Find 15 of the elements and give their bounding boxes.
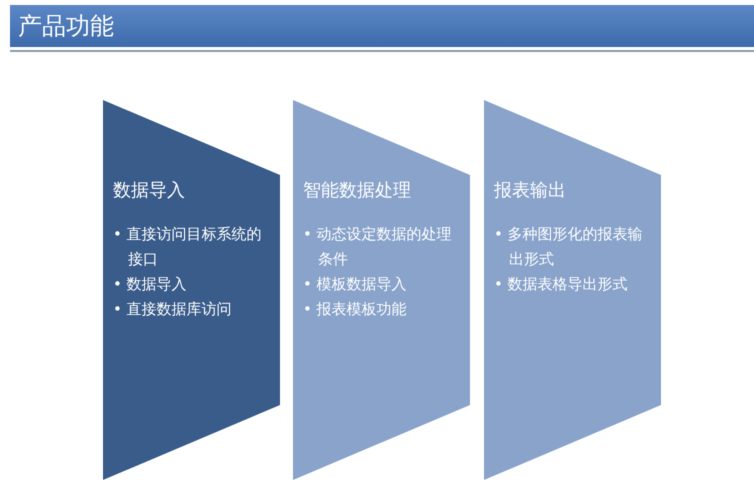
bullet-item: • 动态设定数据的处理条件 bbox=[303, 224, 453, 270]
bullet-item: • 数据表格导出形式 bbox=[494, 274, 629, 295]
panel-heading: 智能数据处理 bbox=[303, 179, 411, 202]
chevron-panel bbox=[293, 100, 471, 480]
bullet-item: • 模板数据导入 bbox=[303, 274, 408, 295]
chevron-panel bbox=[484, 100, 662, 480]
bullet-item: • 直接数据库访问 bbox=[113, 299, 233, 320]
panel-heading: 报表输出 bbox=[494, 179, 566, 202]
bullet-item: • 数据导入 bbox=[113, 274, 188, 295]
title-bar: 产品功能 bbox=[10, 5, 754, 47]
bullet-item: • 多种图形化的报表输出形式 bbox=[494, 224, 644, 270]
bullet-item: • 直接访问目标系统的接口 bbox=[113, 224, 263, 270]
chevron-panel bbox=[103, 100, 281, 480]
bullet-item: • 报表模板功能 bbox=[303, 299, 408, 320]
panel-heading: 数据导入 bbox=[113, 179, 185, 202]
